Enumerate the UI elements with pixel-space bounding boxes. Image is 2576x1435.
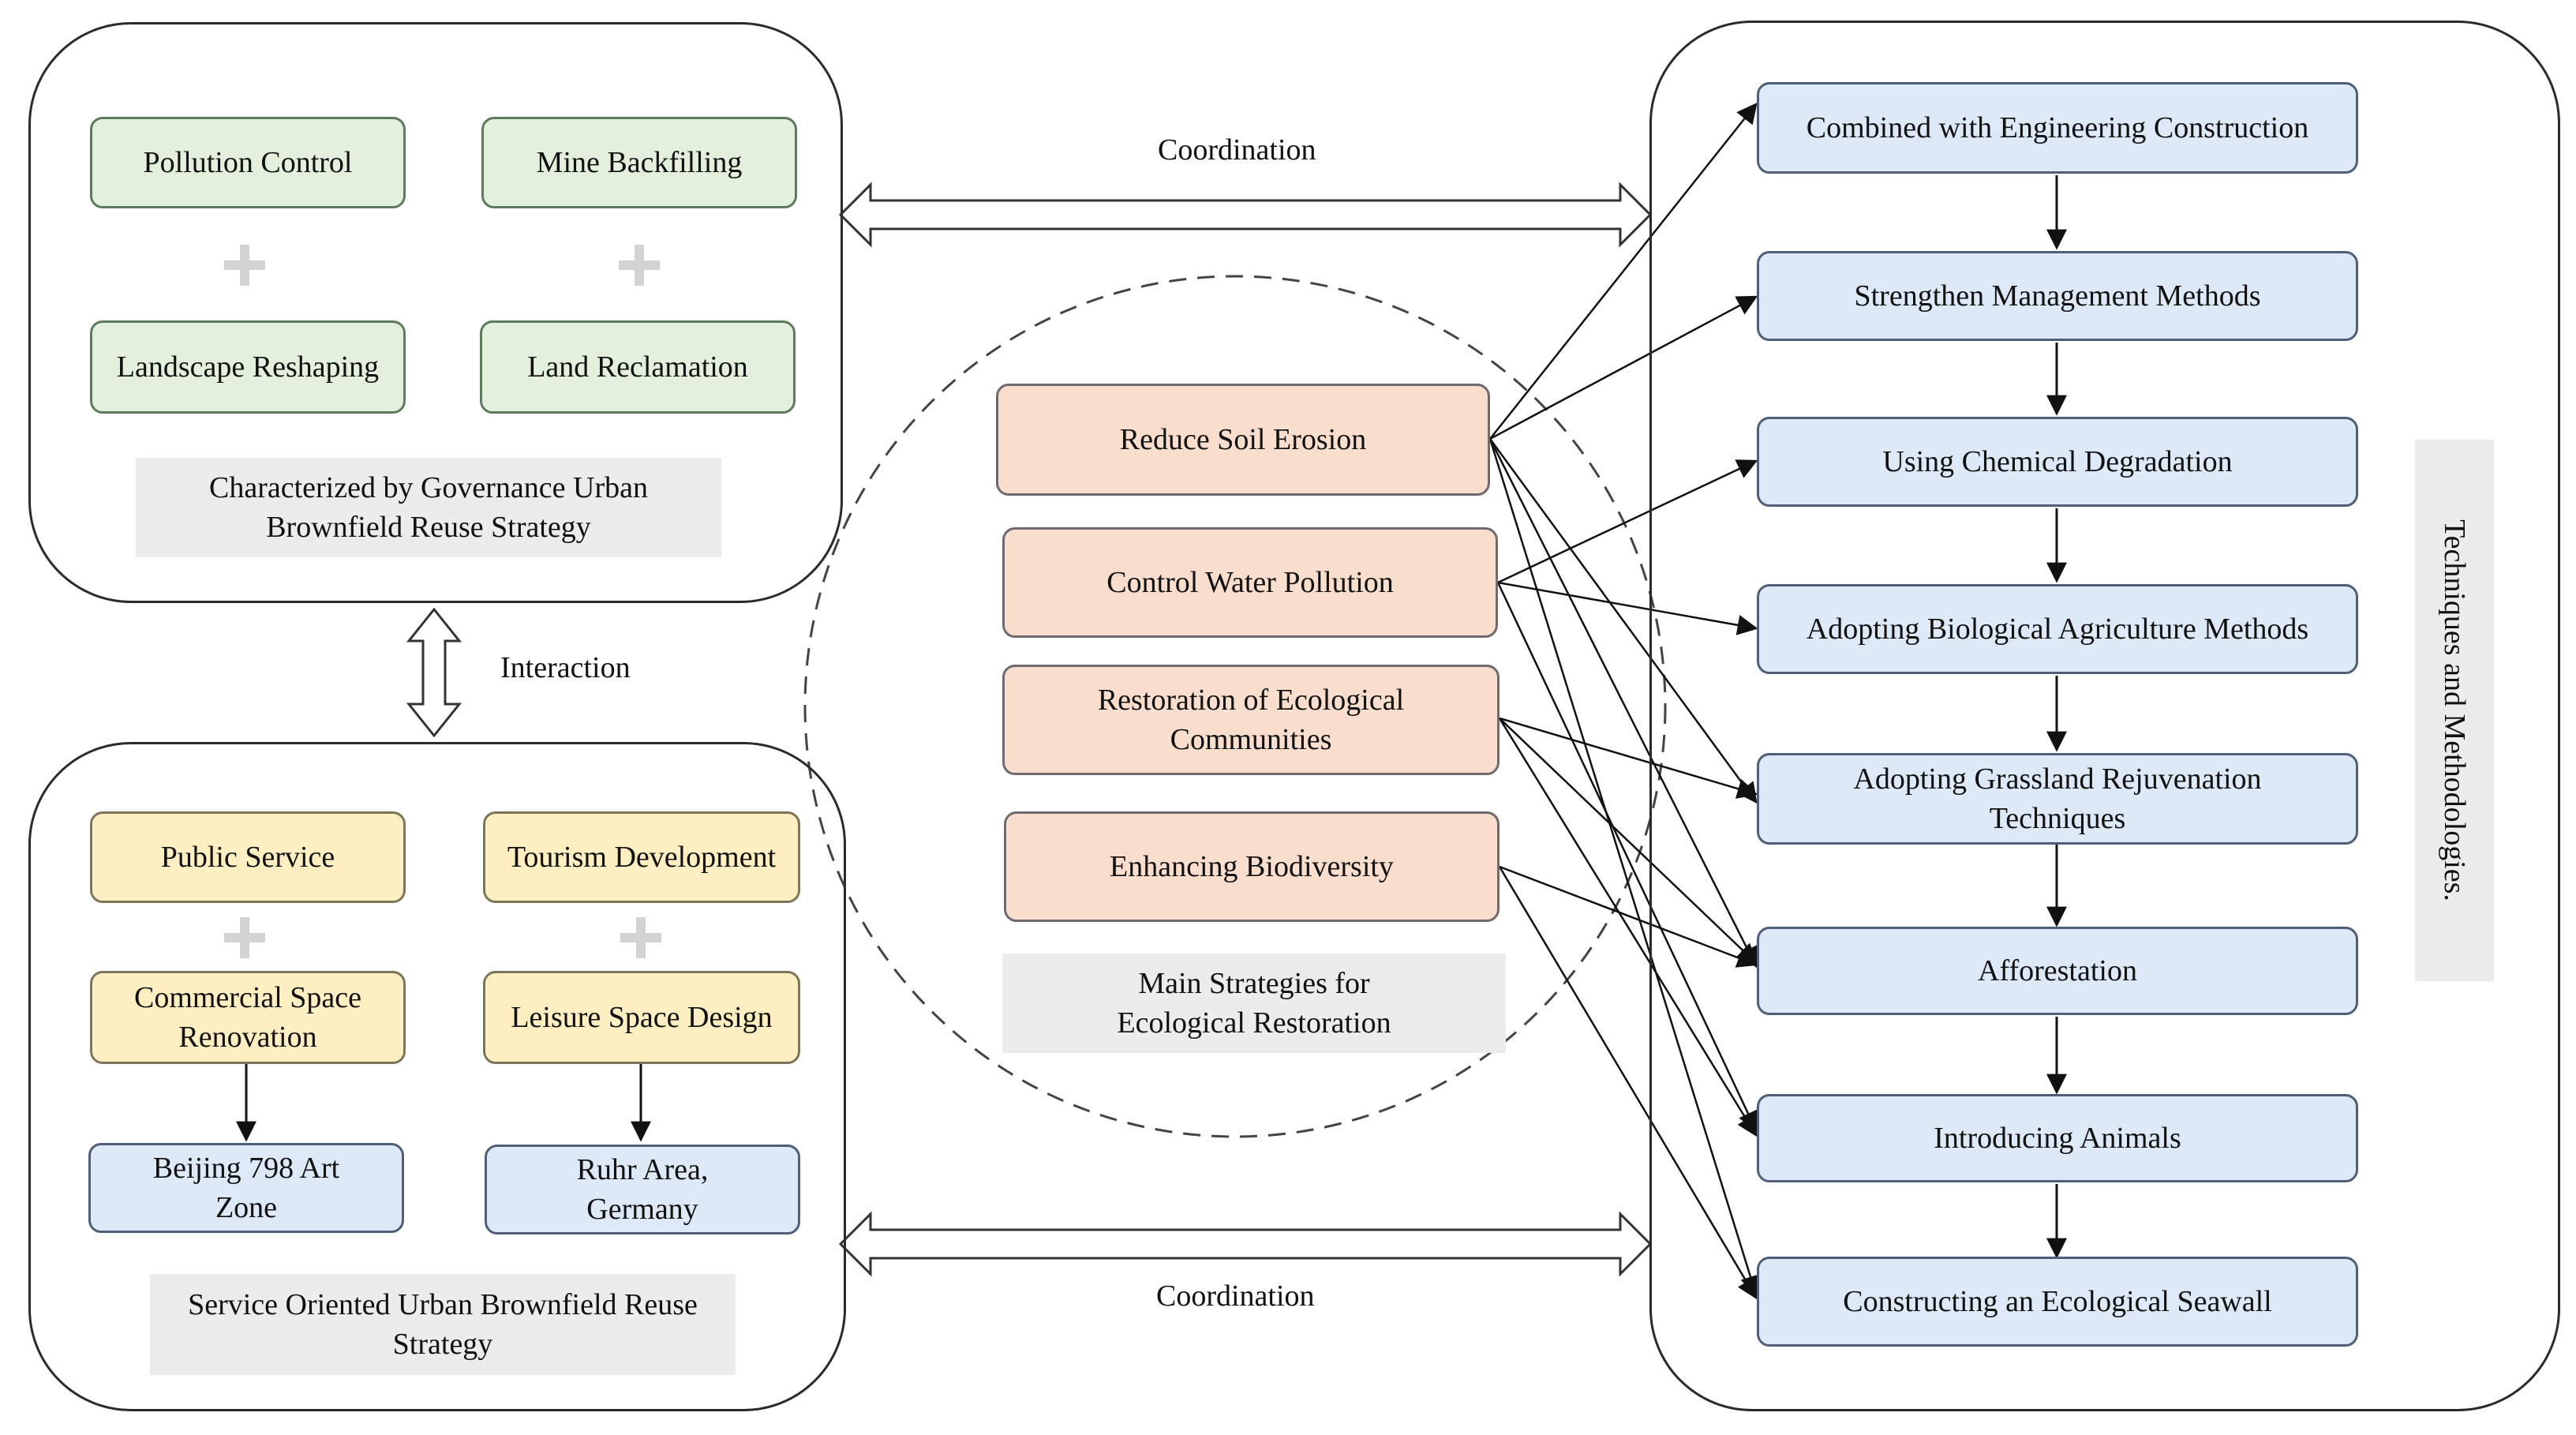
commercial-space-renovation-box: Commercial Space Renovation [90, 971, 406, 1064]
coordination-arrow-bottom [838, 1211, 1653, 1277]
enhancing-biodiversity-box: Enhancing Biodiversity [1004, 811, 1500, 922]
biological-agriculture-box: Adopting Biological Agriculture Methods [1757, 584, 2358, 674]
strategies-caption: Main Strategies for Ecological Restorati… [1002, 954, 1506, 1053]
leisure-space-design-box: Leisure Space Design [483, 971, 800, 1064]
pollution-control-box: Pollution Control [90, 117, 406, 208]
techniques-vertical-label: Techniques and Methodologies. [2415, 440, 2494, 981]
service-strategy-panel [28, 742, 846, 1411]
afforestation-box: Afforestation [1757, 927, 2358, 1015]
control-water-pollution-box: Control Water Pollution [1002, 527, 1498, 638]
plus-icon [617, 914, 665, 961]
service-caption: Service Oriented Urban Brownfield Reuse … [150, 1274, 736, 1375]
engineering-construction-box: Combined with Engineering Construction [1757, 82, 2358, 174]
techniques-vertical-text: Techniques and Methodologies. [2438, 519, 2472, 901]
ecological-seawall-box: Constructing an Ecological Seawall [1757, 1257, 2358, 1347]
example-arrows [236, 1064, 651, 1142]
interaction-arrow [406, 607, 462, 738]
ruhr-area-box: Ruhr Area, Germany [485, 1145, 800, 1235]
mine-backfilling-box: Mine Backfilling [481, 117, 797, 208]
strategy-technique-links [1488, 102, 1761, 1300]
governance-strategy-panel [28, 22, 843, 603]
land-reclamation-box: Land Reclamation [480, 320, 796, 414]
plus-icon [221, 914, 268, 961]
introducing-animals-box: Introducing Animals [1757, 1094, 2358, 1182]
strategy-circle [803, 275, 1667, 1138]
management-methods-box: Strengthen Management Methods [1757, 251, 2358, 341]
grassland-rejuvenation-box: Adopting Grassland Rejuvenation Techniqu… [1757, 753, 2358, 845]
reduce-soil-erosion-box: Reduce Soil Erosion [996, 384, 1490, 496]
techniques-panel [1649, 21, 2560, 1411]
coordination-label-bottom: Coordination [1156, 1280, 1315, 1313]
tourism-development-box: Tourism Development [483, 811, 800, 903]
landscape-reshaping-box: Landscape Reshaping [90, 320, 406, 414]
plus-icon [616, 242, 663, 289]
beijing-798-box: Beijing 798 Art Zone [88, 1143, 404, 1233]
coordination-arrow-top [838, 182, 1653, 248]
governance-caption: Characterized by Governance Urban Brownf… [136, 458, 721, 557]
public-service-box: Public Service [90, 811, 406, 903]
restoration-ecological-communities-box: Restoration of Ecological Communities [1002, 665, 1500, 775]
plus-icon [221, 242, 268, 289]
interaction-label: Interaction [500, 651, 631, 684]
chemical-degradation-box: Using Chemical Degradation [1757, 417, 2358, 507]
coordination-label-top: Coordination [1158, 133, 1316, 167]
